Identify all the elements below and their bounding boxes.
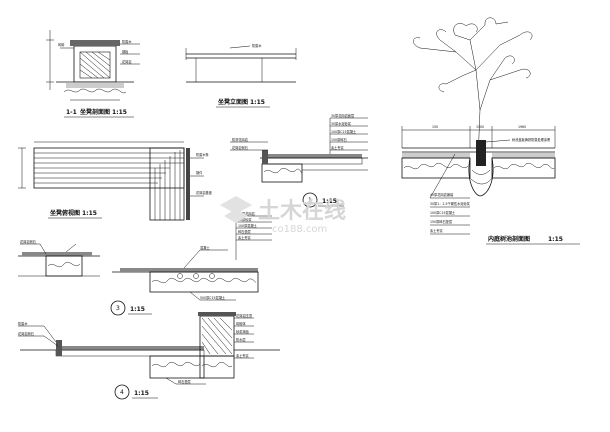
- title-plan: 坐凳俯视图: [50, 209, 80, 217]
- detail-1-scale: 1:15: [322, 198, 337, 205]
- label-d3-e: 素土夯实: [238, 235, 251, 240]
- bench-front-elevation: 防腐木 坐凳立面图 1:15: [185, 43, 297, 108]
- label-d4-bottom: 碎石垫层: [178, 379, 191, 384]
- bench-plan-view: 防腐木条 钢件 花岗岩基座 坐凳俯视图 1:15: [18, 141, 213, 221]
- label-d3-a: 30厚花岗岩: [238, 211, 256, 216]
- detail-4: 花岗岩压顶 砖砌体 砂浆抹面 防水层 素土夯实 防腐木 花岗岩侧石 碎石垫层 4…: [18, 312, 280, 400]
- label-d4-b: 砖砌体: [236, 321, 246, 326]
- detail-4-number: 4: [120, 389, 124, 396]
- label-d1-c: 100厚C15混凝土: [331, 129, 357, 134]
- tree-pit-section: 150 1500 1960 树池盖板铸铁防腐处理涂黑 40厚花岗岩铺装 30厚1…: [401, 125, 580, 245]
- scale-front-elev: 1:15: [250, 99, 265, 106]
- label-d3-left: 花岗岩侧石: [20, 239, 36, 244]
- label-d1-b: 30厚水泥砂浆: [331, 121, 352, 126]
- detail-3: 花岗岩侧石 混凝土 500厚C15混凝土 3 1:15: [18, 239, 259, 316]
- label-d4-left1: 防腐木: [18, 321, 28, 326]
- label-s11-a: 防腐木: [122, 39, 132, 44]
- label-pl-c: 花岗岩基座: [196, 190, 213, 195]
- label-d1-top: 防滑花岗岩: [232, 137, 249, 142]
- label-tree-l3: 100厚C15混凝土: [430, 210, 456, 215]
- watermark: 土木在线 co188.com: [220, 196, 346, 235]
- label-d3-d: 碎石垫层: [238, 229, 251, 234]
- label-pl-a: 防腐木条: [196, 152, 210, 157]
- detail-3-scale: 1:15: [130, 306, 145, 313]
- label-d4-c: 砂浆抹面: [236, 329, 249, 334]
- label-tree-grate: 树池盖板铸铁防腐处理涂黑: [512, 137, 551, 142]
- scale-tree-section: 1:15: [548, 236, 563, 243]
- title-tree-section: 内庭树池剖面图: [488, 235, 530, 243]
- label-fe-a: 防腐木: [252, 43, 262, 48]
- label-tree-l5: 素土夯实: [430, 228, 443, 233]
- label-d3-bottom: 500厚C15混凝土: [200, 295, 226, 300]
- scale-section-11: 1:15: [112, 109, 127, 116]
- watermark-sub-text: co188.com: [272, 224, 327, 235]
- watermark-main-text: 土木在线: [258, 198, 346, 224]
- dim-tree-mid: 1500: [476, 125, 484, 129]
- label-s11-c: 花岗岩: [122, 59, 132, 64]
- label-d1-side: 花岗岩侧石: [232, 145, 248, 150]
- label-tree-l4: 150厚碎石垫层: [430, 219, 452, 224]
- label-tree-l2: 30厚1：2.5干硬性水泥砂浆: [430, 201, 471, 206]
- tree-sketch: [413, 17, 533, 161]
- label-pl-b: 钢件: [196, 170, 203, 175]
- dim-tree-right: 1960: [518, 125, 526, 129]
- label-d4-a: 花岗岩压顶: [236, 313, 253, 318]
- label-d1-a: 30厚花岗岩面层: [331, 113, 354, 118]
- label-d3-c: 100厚混凝土: [238, 223, 258, 228]
- detail-1: 防滑花岗岩 花岗岩侧石 30厚花岗岩面层 30厚水泥砂浆 100厚C15混凝土 …: [230, 113, 368, 208]
- label-d1-d: 150厚碎石: [331, 137, 347, 142]
- label-d1-e: 素土夯实: [331, 145, 344, 150]
- bench-section-1-1: 防腐木 钢板 花岗岩 砖砌 1-1 坐凳剖面图 1:15: [46, 30, 140, 118]
- label-d4-d: 防水层: [236, 337, 246, 342]
- label-s11-b: 钢板: [122, 49, 129, 54]
- dim-tree-left: 150: [432, 125, 438, 129]
- label-d3-mid: 混凝土: [200, 245, 210, 250]
- label-tree-l1: 40厚花岗岩铺装: [430, 192, 454, 197]
- label-d4-e: 素土夯实: [236, 353, 249, 358]
- scale-plan: 1:15: [82, 210, 97, 217]
- detail-4-scale: 1:15: [134, 390, 149, 397]
- title-section-11: 坐凳剖面图: [80, 108, 110, 116]
- detail-3-number: 3: [116, 305, 120, 312]
- label-s11-d: 砖砌: [58, 42, 64, 47]
- detail-1-number: 1: [308, 197, 312, 204]
- label-d3-b: 20厚砂浆: [238, 217, 252, 222]
- title-front-elev: 坐凳立面图: [218, 98, 248, 106]
- title-section-11-id: 1-1: [66, 109, 77, 116]
- label-d4-left2: 花岗岩侧石: [18, 331, 34, 336]
